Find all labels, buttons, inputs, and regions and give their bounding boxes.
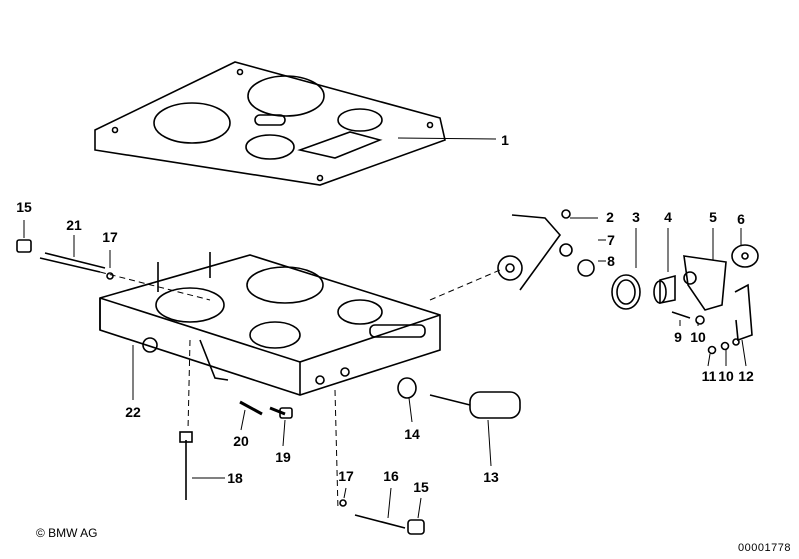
callout-7: 7 — [607, 232, 615, 248]
callout-1: 1 — [501, 132, 509, 148]
callout-22: 22 — [125, 404, 141, 420]
choke-mechanism — [429, 209, 759, 367]
callout-5: 5 — [709, 209, 717, 225]
callout-2: 2 — [606, 209, 614, 225]
callout-16: 16 — [383, 468, 399, 484]
callout-3: 3 — [632, 209, 640, 225]
callout-20: 20 — [233, 433, 249, 449]
lower-parts — [179, 339, 521, 535]
callout-15b: 15 — [413, 479, 429, 495]
callout-14: 14 — [404, 426, 420, 442]
callout-17a: 17 — [102, 229, 118, 245]
callout-4: 4 — [664, 209, 672, 225]
callout-12: 12 — [738, 368, 754, 384]
callout-10a: 10 — [690, 329, 706, 345]
callout-9: 9 — [674, 329, 682, 345]
callout-17b: 17 — [338, 468, 354, 484]
callout-6: 6 — [737, 211, 745, 227]
callout-19: 19 — [275, 449, 291, 465]
callout-11: 11 — [701, 368, 717, 384]
diagram-reference-number: 00001778 — [738, 542, 791, 554]
callout-21: 21 — [66, 217, 82, 233]
copyright-notice: © BMW AG — [36, 526, 98, 540]
callout-10b: 10 — [718, 368, 734, 384]
screws-left — [16, 220, 211, 301]
callout-13: 13 — [483, 469, 499, 485]
callout-8: 8 — [607, 253, 615, 269]
callout-15a: 15 — [16, 199, 32, 215]
callout-18: 18 — [227, 470, 243, 486]
gasket-part-1 — [94, 61, 497, 186]
carburetor-body-part-22 — [99, 252, 441, 400]
